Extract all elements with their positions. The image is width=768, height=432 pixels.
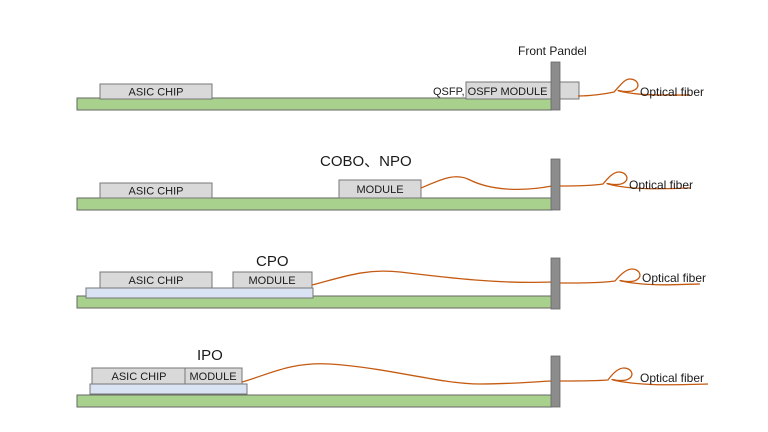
front-panel	[550, 355, 561, 408]
optical-module	[232, 271, 313, 289]
front-panel	[550, 158, 561, 211]
row-title: CPO	[256, 253, 289, 270]
optical-module-label: MODULE	[248, 275, 295, 287]
pcb-board	[76, 197, 553, 211]
optical-fiber	[559, 171, 691, 190]
optical-fiber-label: Optical fiber	[640, 371, 704, 385]
asic-chip	[99, 83, 213, 100]
row-ipo: IPO ASIC CHIP MODULE Optical fiber	[76, 347, 709, 408]
asic-chip-label: ASIC CHIP	[128, 186, 183, 198]
optical-fiber-label: Optical fiber	[629, 178, 693, 192]
optical-module-label: MODULE	[189, 371, 236, 383]
pcb-board	[76, 97, 553, 111]
optical-module	[338, 179, 422, 199]
package-substrate	[89, 383, 248, 395]
asic-chip	[99, 271, 213, 289]
optical-module-label: MODULE	[356, 184, 403, 196]
row-pluggable: Front Pandel ASIC CHIP QSFP, OSFP MODULE…	[76, 44, 704, 111]
internal-fiber	[311, 270, 553, 286]
optical-fiber	[559, 268, 701, 286]
asic-chip-label: ASIC CHIP	[111, 371, 166, 383]
row-title: IPO	[197, 347, 223, 364]
package-substrate	[85, 287, 314, 299]
front-panel-label: Front Pandel	[518, 44, 587, 58]
optical-module	[184, 367, 243, 385]
row-cpo: CPO ASIC CHIP MODULE Optical fiber	[76, 253, 706, 310]
row-cobo-npo: COBO、NPO ASIC CHIP MODULE Optical fiber	[76, 153, 693, 211]
row-title: COBO、NPO	[320, 153, 412, 170]
internal-fiber	[241, 363, 553, 385]
optical-fiber	[577, 78, 691, 97]
front-panel	[550, 61, 561, 111]
asic-chip	[99, 182, 213, 199]
front-panel	[550, 257, 561, 310]
pcb-board	[76, 394, 553, 408]
optical-fiber	[559, 367, 709, 386]
optical-fiber-label: Optical fiber	[640, 85, 704, 99]
internal-fiber	[420, 176, 553, 191]
asic-chip-label: ASIC CHIP	[128, 275, 183, 287]
asic-chip-label: ASIC CHIP	[128, 87, 183, 99]
optical-fiber-label: Optical fiber	[642, 271, 706, 285]
pluggable-module-label: QSFP, OSFP MODULE	[433, 86, 548, 98]
